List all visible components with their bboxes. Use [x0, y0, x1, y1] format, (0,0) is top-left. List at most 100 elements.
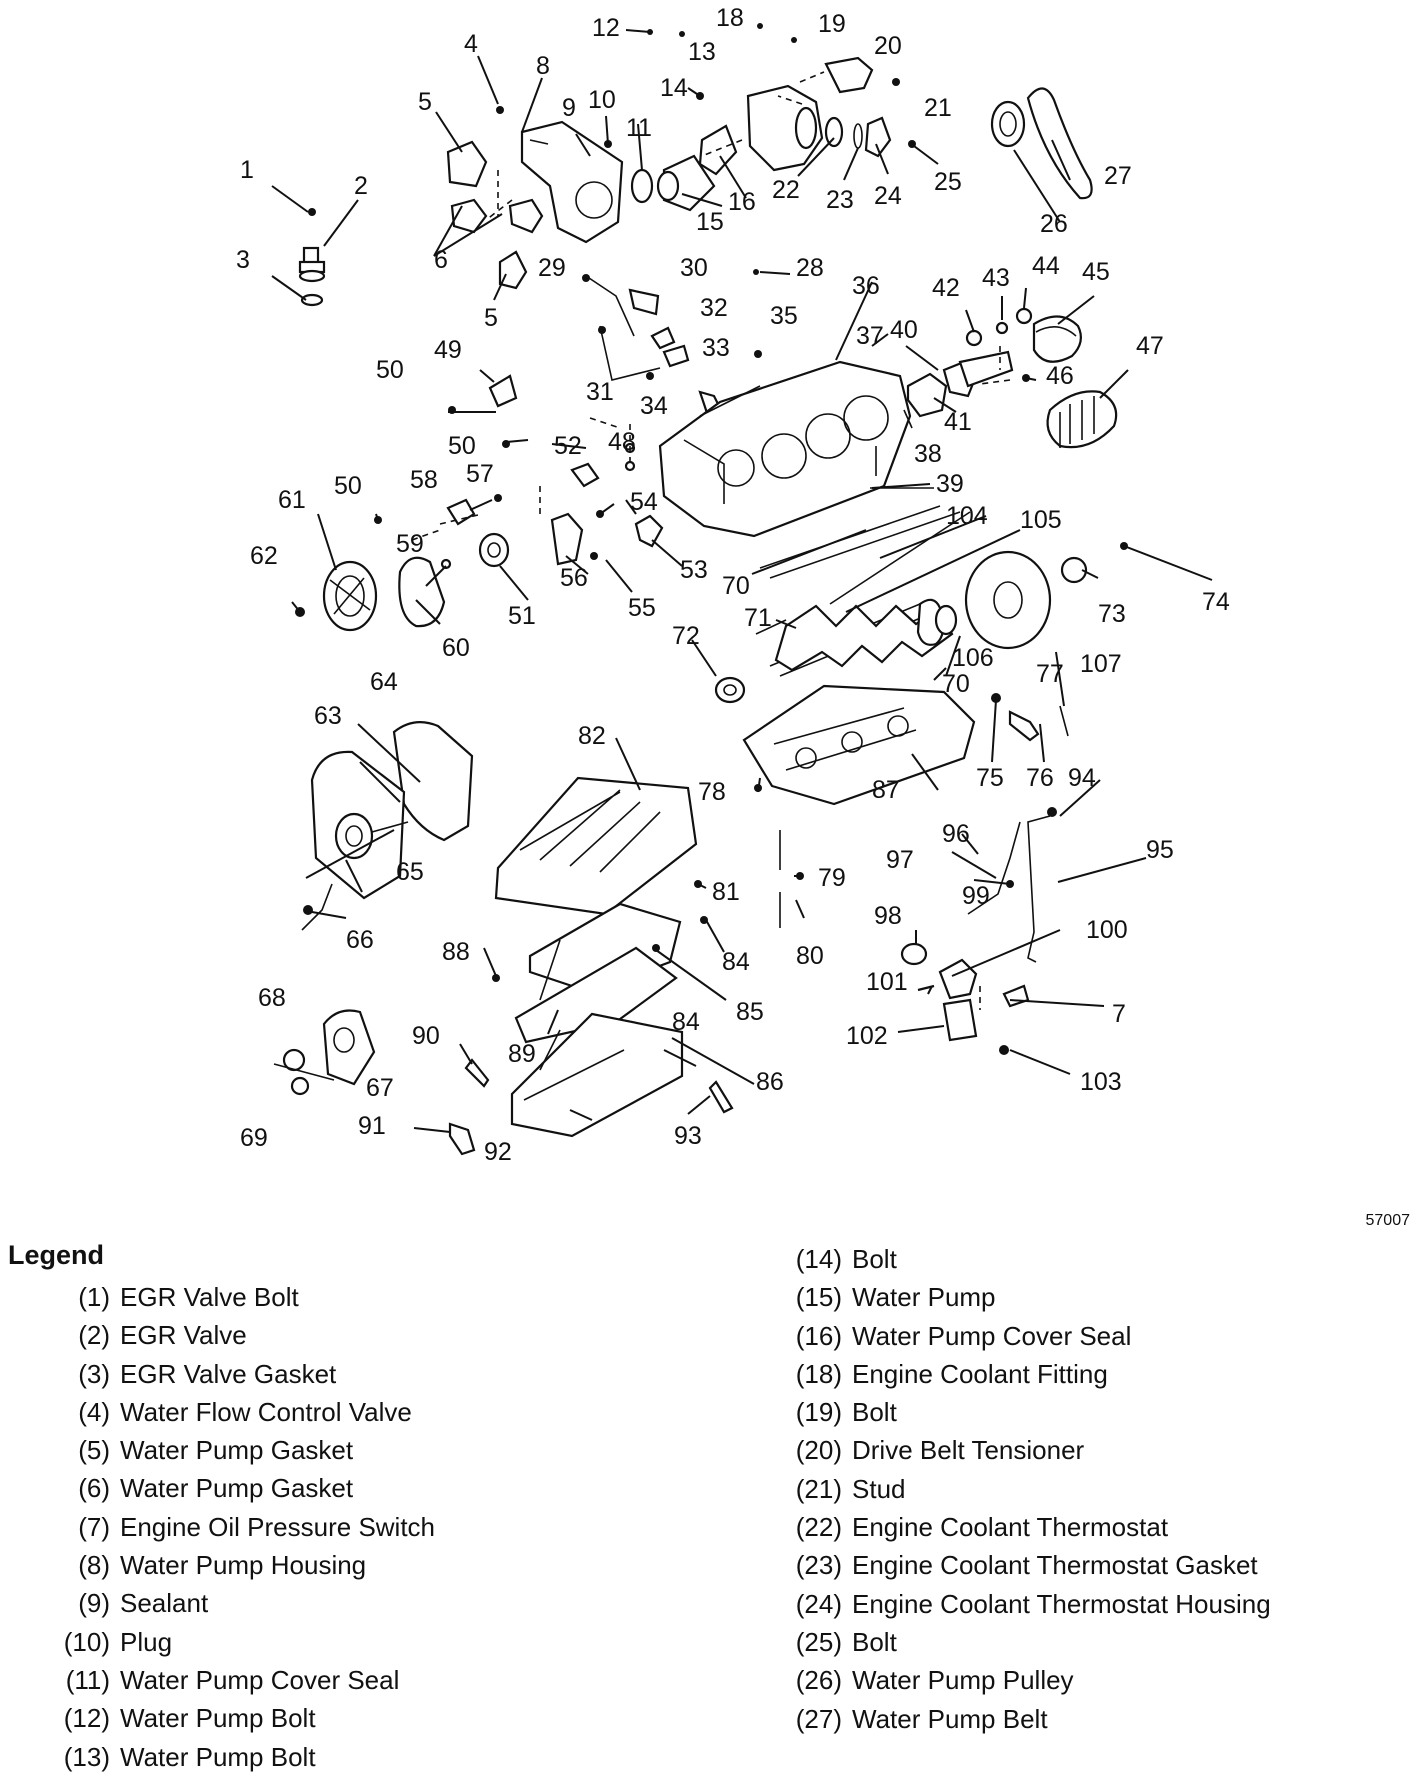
legend-label: EGR Valve [120, 1320, 247, 1351]
callout-97: 97 [886, 846, 914, 874]
callout-7: 7 [1112, 1000, 1126, 1028]
callout-99: 99 [962, 882, 990, 910]
callout-63: 63 [314, 702, 342, 730]
callout-26: 26 [1040, 210, 1068, 238]
callout-31: 31 [586, 378, 614, 406]
callout-104: 104 [946, 502, 988, 530]
callout-84b: 84 [672, 1008, 700, 1036]
legend-number: (2) [78, 1320, 110, 1351]
callout-41: 41 [944, 408, 972, 436]
callout-86: 86 [756, 1068, 784, 1096]
callout-92: 92 [484, 1138, 512, 1166]
callout-103: 103 [1080, 1068, 1122, 1096]
legend-number: (4) [78, 1396, 110, 1427]
engine-block-drawing [658, 360, 934, 538]
callout-11: 11 [626, 114, 652, 142]
legend-label: Plug [120, 1626, 173, 1657]
callout-57: 57 [466, 460, 494, 488]
callout-81: 81 [712, 878, 740, 906]
callout-100: 100 [1086, 916, 1128, 944]
callout-87: 87 [872, 776, 900, 804]
legend-number: (5) [78, 1435, 110, 1466]
callout-93: 93 [674, 1122, 702, 1150]
callout-30: 30 [680, 254, 708, 282]
legend-label: Bolt [852, 1626, 897, 1657]
legend-number: (9) [78, 1588, 110, 1619]
callout-32: 32 [700, 294, 728, 322]
legend-item: (22)Engine Coolant Thermostat [780, 1508, 1271, 1546]
legend-label: Water Pump Pulley [852, 1665, 1074, 1696]
legend-number: (27) [795, 1703, 842, 1734]
legend-number: (19) [795, 1397, 842, 1428]
leader-lines [271, 29, 1213, 1133]
legend-item: (13) Water Pump Bolt [40, 1738, 435, 1776]
legend-label: EGR Valve Gasket [120, 1358, 337, 1389]
legend-number: (20) [795, 1435, 842, 1466]
callout-61: 61 [278, 486, 306, 514]
legend-label: Water Pump Bolt [120, 1741, 316, 1772]
legend-number: (26) [795, 1665, 842, 1696]
legend-number: (16) [795, 1320, 842, 1351]
legend-label: Sealant [120, 1588, 209, 1619]
thermostat-housing-drawing [647, 23, 916, 172]
legend-label: Engine Coolant Fitting [852, 1358, 1108, 1389]
oil-pan-drawing [448, 776, 804, 1156]
callout-28: 28 [796, 254, 824, 282]
callout-50c: 50 [334, 472, 362, 500]
water-pump-gaskets-drawing [446, 140, 544, 290]
callout-82: 82 [578, 722, 606, 750]
callout-37: 37 [856, 322, 884, 350]
legend-item: (15)Water Pump [780, 1278, 1271, 1316]
legend-number: (21) [795, 1473, 842, 1504]
callout-72: 72 [672, 622, 700, 650]
legend-item: (26) Water Pump Pulley [780, 1661, 1271, 1699]
egr-valve-drawing [298, 208, 326, 307]
callout-71: 71 [744, 604, 772, 632]
callout-33: 33 [702, 334, 730, 362]
legend-number: (1) [78, 1282, 110, 1312]
callout-65: 65 [396, 858, 424, 886]
callout-91: 91 [358, 1112, 386, 1140]
legend-number: (15) [795, 1282, 842, 1313]
callout-51: 51 [508, 602, 536, 630]
legend-label: Water Pump Gasket [120, 1435, 354, 1466]
callout-89: 89 [508, 1040, 536, 1068]
assembly-guide-lines [589, 71, 1011, 464]
callout-77: 77 [1036, 660, 1064, 688]
callout-6: 6 [434, 246, 448, 274]
callout-49: 49 [434, 336, 462, 364]
callout-38: 38 [914, 440, 942, 468]
legend-item: (1)EGR Valve Bolt [40, 1278, 435, 1316]
legend-number: (6) [78, 1473, 110, 1504]
callout-24: 24 [874, 182, 902, 210]
legend-label: Water Pump Gasket [120, 1473, 354, 1504]
callout-85: 85 [736, 998, 764, 1026]
legend-label: Water Pump Housing [120, 1550, 367, 1581]
legend-number: (13) [63, 1741, 110, 1772]
callout-5: 5 [418, 88, 432, 116]
legend-number: (22) [795, 1512, 842, 1543]
water-pump-housing-drawing [496, 106, 624, 244]
callout-74: 74 [1202, 588, 1230, 616]
legend-label: Water Pump Belt [852, 1703, 1048, 1734]
legend-number: (18) [795, 1358, 842, 1389]
callout-2: 2 [354, 172, 368, 200]
callout-106: 106 [952, 644, 994, 672]
legend-item: (7)Engine Oil Pressure Switch [40, 1508, 435, 1546]
front-cover-components-drawing [295, 374, 664, 632]
callout-23: 23 [826, 186, 854, 214]
callout-9: 9 [562, 94, 576, 122]
legend-number: (12) [63, 1703, 110, 1734]
callout-16: 16 [728, 188, 756, 216]
callout-44: 44 [1032, 252, 1060, 280]
legend-label: Engine Oil Pressure Switch [120, 1511, 436, 1542]
callout-59: 59 [396, 530, 424, 558]
legend-number: (25) [795, 1626, 842, 1657]
legend-item: (9) Sealant [40, 1584, 435, 1622]
callout-47: 47 [1136, 332, 1164, 360]
legend-label: Water Pump Cover Seal [120, 1664, 400, 1695]
callout-95: 95 [1146, 836, 1174, 864]
callout-62: 62 [250, 542, 278, 570]
lower-crankcase-drawing [742, 684, 976, 806]
legend-item: (5) Water Pump Gasket [40, 1431, 435, 1469]
